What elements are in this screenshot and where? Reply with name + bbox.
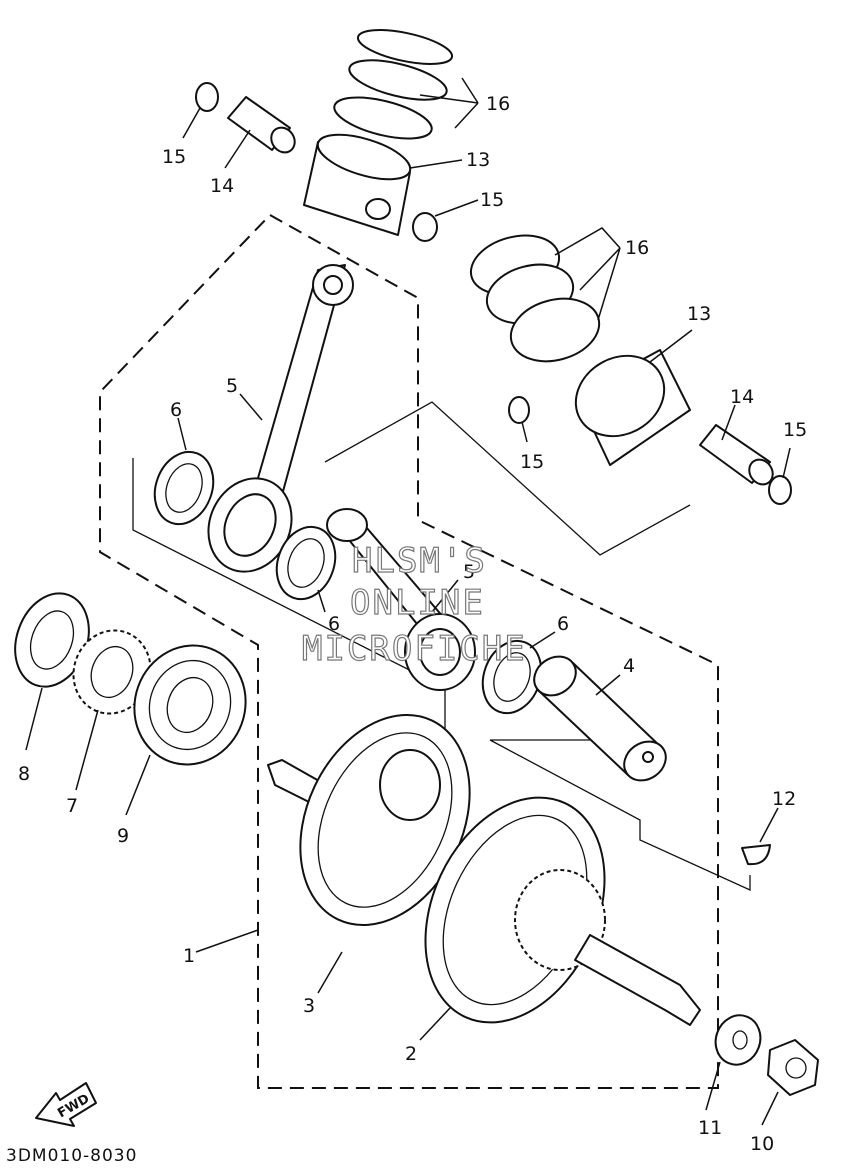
connecting-rod-upper — [207, 264, 354, 573]
callout-5: 5 — [463, 561, 475, 583]
piston-pin-upper — [227, 96, 296, 154]
leader-lines — [25, 77, 791, 1126]
callout-12: 12 — [772, 788, 796, 810]
circlip-upper-left — [195, 82, 219, 112]
nut — [767, 1039, 819, 1096]
watermark: HLSM'S ONLINE MICROFICHE — [301, 540, 527, 669]
callout-6: 6 — [328, 613, 340, 635]
callout-9: 9 — [117, 825, 129, 847]
svg-text:HLSM'S: HLSM'S — [352, 541, 487, 581]
forward-direction-arrow: FWD — [35, 1082, 97, 1127]
callout-16: 16 — [486, 93, 510, 115]
circlip-lower-left — [508, 396, 530, 424]
woodruff-key — [741, 844, 771, 866]
piston-ring-set-upper — [333, 29, 454, 140]
callout-15: 15 — [783, 419, 807, 441]
piston-pin-lower — [699, 424, 774, 486]
crankshaft-right-half — [424, 796, 701, 1026]
plain-washer — [714, 1014, 762, 1066]
piston-ring-set-lower — [469, 234, 601, 363]
callout-5: 5 — [226, 375, 238, 397]
callout-10: 10 — [750, 1133, 774, 1155]
connecting-rod-lower — [326, 508, 476, 691]
callout-2: 2 — [405, 1043, 417, 1065]
thrust-washer-left — [153, 450, 215, 526]
crankshaft-left-half — [267, 713, 471, 927]
callout-15: 15 — [162, 146, 186, 168]
circlip-upper-right — [412, 212, 438, 242]
callout-13: 13 — [687, 303, 711, 325]
callout-7: 7 — [66, 795, 78, 817]
circlip-lower-right — [768, 475, 792, 505]
crank-pin — [533, 655, 667, 782]
callout-1: 1 — [183, 945, 195, 967]
callout-14: 14 — [210, 175, 234, 197]
crankshaft-assembly-dashed-outline — [99, 213, 719, 1089]
callout-4: 4 — [623, 655, 635, 677]
piston-upper — [303, 133, 412, 236]
callout-3: 3 — [303, 995, 315, 1017]
callout-15: 15 — [520, 451, 544, 473]
callout-6: 6 — [557, 613, 569, 635]
svg-text:ONLINE: ONLINE — [350, 583, 485, 623]
oil-seal — [14, 592, 90, 688]
callout-14: 14 — [730, 386, 754, 408]
callout-6: 6 — [170, 399, 182, 421]
callout-13: 13 — [466, 149, 490, 171]
callout-16: 16 — [625, 237, 649, 259]
callout-15: 15 — [480, 189, 504, 211]
callout-11: 11 — [698, 1117, 722, 1139]
piston-lower — [574, 349, 691, 466]
drawing-code: 3DM010-8030 — [6, 1146, 138, 1166]
thrust-washer-middle — [275, 525, 337, 601]
svg-text:MICROFICHE: MICROFICHE — [302, 629, 527, 669]
callout-8: 8 — [18, 763, 30, 785]
main-bearing — [133, 644, 247, 766]
